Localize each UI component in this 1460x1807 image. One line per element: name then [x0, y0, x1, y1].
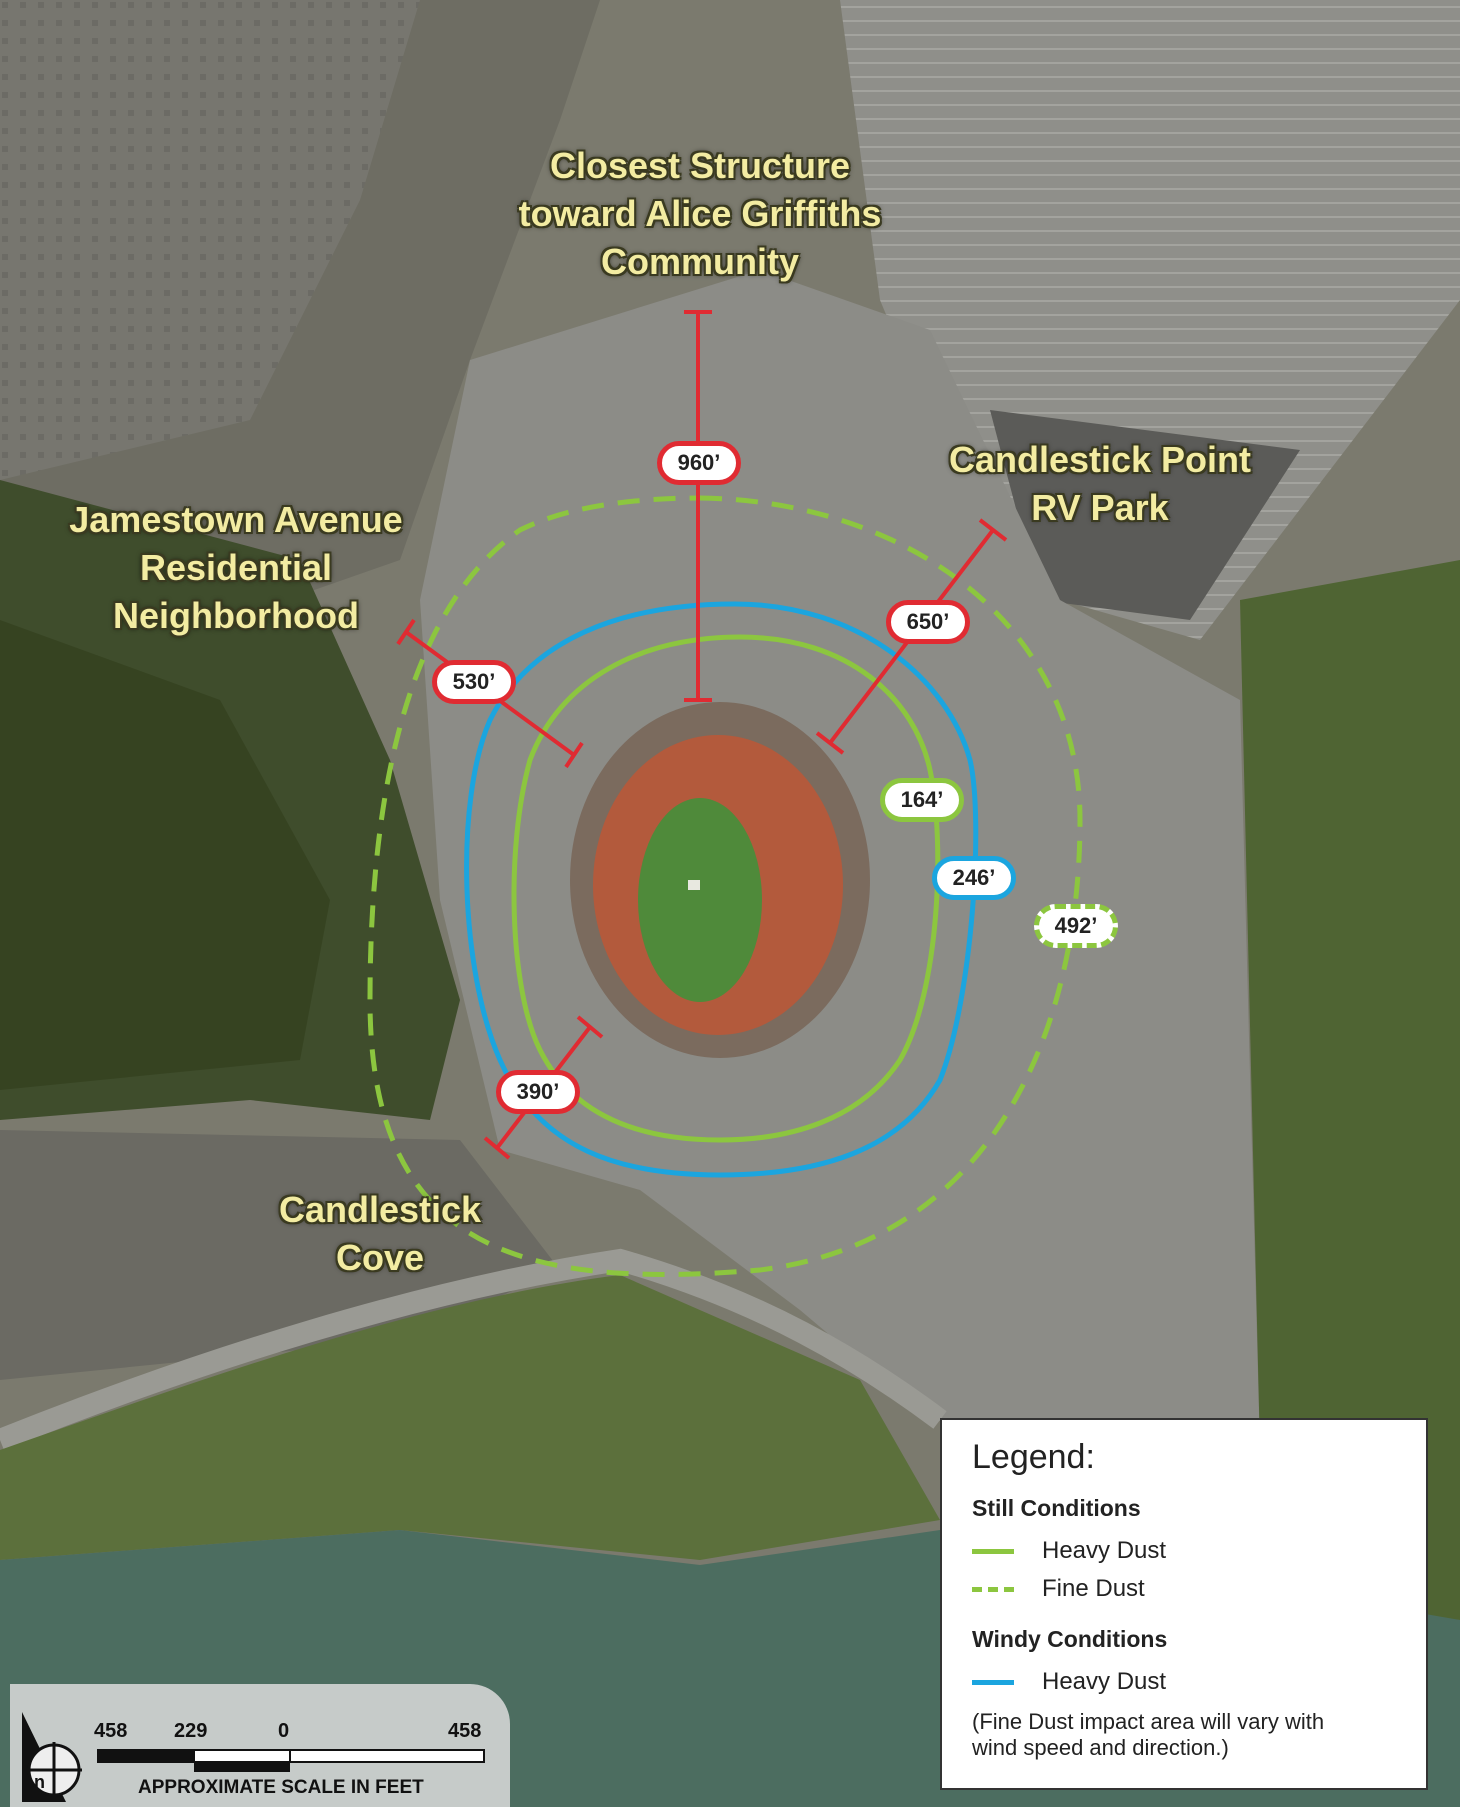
legend-note-line: (Fine Dust impact area will vary with: [972, 1709, 1325, 1734]
legend-windy-heavy: Heavy Dust: [972, 1663, 1396, 1701]
heavy-dust-windy-badge: 246’: [932, 856, 1016, 900]
residential-blocks: [0, 0, 420, 480]
legend-still-fine: Fine Dust: [972, 1570, 1396, 1608]
fine-dust-still-zone: [367, 495, 1083, 1277]
scale-title: APPROXIMATE SCALE IN FEET: [138, 1777, 424, 1798]
legend-still-heavy-label: Heavy Dust: [1042, 1537, 1167, 1564]
stadium-field: [638, 798, 762, 1002]
heavy-dust-still-badge: 164’: [880, 778, 964, 822]
label-line: Jamestown Avenue: [69, 499, 403, 540]
legend-title: Legend:: [972, 1438, 1095, 1476]
legend-still-heavy: Heavy Dust: [972, 1532, 1396, 1570]
north-letter: n: [34, 1772, 45, 1792]
scale-graphics: [22, 1712, 485, 1802]
distance-north-badge: 960’: [657, 441, 741, 485]
distance-northeast-badge: 650’: [886, 600, 970, 644]
label-line: Cove: [335, 1237, 425, 1278]
hillside-shadow: [0, 620, 330, 1090]
solid-blue-line-swatch: [972, 1679, 1014, 1685]
fine-dust-still-badge: 492’: [1034, 904, 1118, 948]
jamestown-label: Jamestown Avenue Residential Neighborhoo…: [36, 496, 436, 640]
field-marker: [688, 880, 700, 890]
legend-note-line: wind speed and direction.): [972, 1735, 1229, 1760]
label-line: Candlestick Point: [948, 439, 1252, 480]
legend-still-fine-label: Fine Dust: [1042, 1575, 1145, 1602]
scale-tick: 458: [94, 1720, 128, 1742]
legend-note: (Fine Dust impact area will vary with wi…: [972, 1709, 1396, 1761]
distance-southwest-badge: 390’: [496, 1070, 580, 1114]
north-arrow-icon: [22, 1712, 82, 1802]
scale-tick: 458: [448, 1720, 482, 1742]
scale-bar: 458 229 0 458 n APPROXIMATE SCALE IN FEE…: [10, 1684, 510, 1807]
distance-northwest-badge: 530’: [432, 660, 516, 704]
alice-griffiths-label: Closest Structure toward Alice Griffiths…: [480, 142, 920, 286]
candlestick-cove-label: Candlestick Cove: [250, 1186, 510, 1282]
label-line: Closest Structure: [549, 145, 851, 186]
legend-still-title: Still Conditions: [972, 1495, 1141, 1521]
label-line: Candlestick: [278, 1189, 482, 1230]
heavy-dust-still-zone: [511, 634, 941, 1143]
label-line: toward Alice Griffiths: [518, 193, 882, 234]
scale-segments: [97, 1749, 485, 1772]
map-legend: Legend: Still Conditions Heavy Dust Fine…: [940, 1418, 1428, 1790]
solid-green-line-swatch: [972, 1548, 1014, 1554]
label-line: Community: [601, 241, 799, 282]
legend-windy-title: Windy Conditions: [972, 1626, 1168, 1652]
rv-park-area: [990, 410, 1300, 620]
label-line: Residential: [139, 547, 333, 588]
dashed-green-line-swatch: [972, 1586, 1014, 1592]
label-line: Neighborhood: [113, 595, 359, 636]
legend-windy-heavy-label: Heavy Dust: [1042, 1668, 1167, 1695]
scale-tick: 0: [278, 1720, 290, 1742]
shoreline-park: [1240, 560, 1460, 1620]
heavy-dust-windy-zone: [464, 601, 979, 1178]
scale-tick: 229: [174, 1720, 208, 1742]
waterfront-park: [0, 1275, 940, 1560]
label-line: RV Park: [1031, 487, 1169, 528]
rv-park-label: Candlestick Point RV Park: [920, 436, 1280, 532]
